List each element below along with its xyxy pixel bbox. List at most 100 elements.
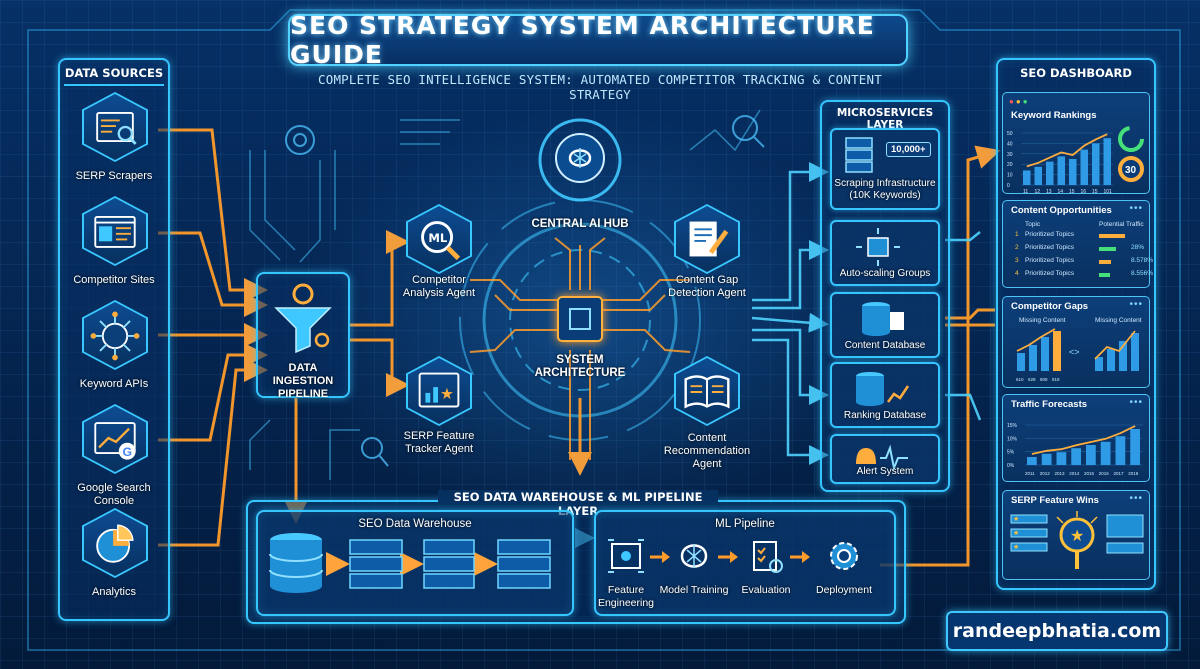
forecast-bar	[1130, 429, 1140, 465]
serp-scraper-icon	[96, 111, 137, 145]
central-ai-hub-icon	[548, 126, 612, 190]
serp-feature-wins-panel: SERP Feature Wins ••• ★★★ ★	[1002, 490, 1150, 580]
more-menu-icon[interactable]: •••	[1129, 397, 1143, 408]
svg-text:★: ★	[1013, 543, 1019, 551]
ranking-bar	[1023, 170, 1031, 185]
x-tick: 2011	[1025, 471, 1035, 476]
warehouse-title: SEO Data Warehouse	[358, 518, 472, 530]
traffic-value: 8.578%	[1131, 257, 1154, 264]
ranking-bar	[1103, 138, 1111, 185]
traffic-forecasts-title: Traffic Forecasts	[1011, 399, 1088, 410]
forecast-bar	[1027, 457, 1037, 465]
traffic-value: 28%	[1131, 244, 1145, 251]
competitor-gaps-title: Competitor Gaps	[1011, 301, 1089, 312]
svg-text:ML: ML	[428, 231, 448, 245]
brain-icon	[680, 544, 708, 568]
database-chart-icon	[856, 372, 910, 406]
forecast-bar	[1115, 436, 1126, 465]
gap-bar	[1029, 345, 1037, 371]
row-topic: Prioritized Topics	[1025, 257, 1075, 264]
rank-gauge	[1118, 156, 1144, 182]
microservice-4: Alert System	[830, 434, 940, 484]
gap-trend-line	[1094, 330, 1136, 360]
ml-step-label: Feature Engineering	[597, 584, 655, 609]
ml-step-arrow	[718, 551, 738, 563]
data-ingestion-pipeline: DATA INGESTION PIPELINE	[256, 272, 350, 400]
microservice-label: Content Database	[844, 340, 926, 351]
x-tick: 15	[1069, 189, 1075, 195]
pie-chart-icon	[96, 524, 134, 563]
svg-text:★: ★	[1070, 528, 1084, 545]
agent-label: Content Recommendation Agent	[663, 432, 751, 470]
x-tick: 808	[1040, 377, 1048, 382]
x-tick: 15	[1092, 189, 1098, 195]
more-menu-icon[interactable]: •••	[1129, 493, 1143, 504]
x-tick: 628	[1028, 377, 1036, 382]
x-tick: 14	[1058, 189, 1064, 195]
forecast-bar	[1041, 453, 1052, 465]
database-icon	[269, 533, 323, 593]
agent-label: SERP Feature Tracker Agent	[403, 430, 475, 455]
agent-label: Competitor Analysis Agent	[402, 274, 476, 299]
x-tick: 101	[1104, 189, 1113, 195]
trophy-magnifier-icon: ★★★ ★	[1010, 511, 1144, 569]
y-tick: 20	[1007, 162, 1013, 168]
gap-bar	[1107, 349, 1115, 371]
microservice-label: Scraping Infrastructure (10K Keywords)	[834, 178, 936, 201]
google-chart-icon: G	[94, 422, 136, 460]
forecast-bar	[1071, 448, 1081, 465]
serp-feature-wins-title: SERP Feature Wins	[1011, 495, 1099, 506]
checklist-icon	[753, 541, 783, 573]
gap-right-label: Missing Content	[1095, 317, 1142, 324]
chart-star-icon: ★	[418, 372, 460, 408]
more-menu-icon[interactable]: •••	[1129, 299, 1143, 310]
traffic-bar	[1099, 273, 1110, 277]
keyword-network-icon	[90, 311, 140, 361]
keyword-count-badge: 10,000+	[886, 142, 931, 157]
rank-gauge-top	[1118, 126, 1144, 152]
row-topic: Prioritized Topics	[1025, 270, 1075, 277]
traffic-bar	[1099, 234, 1125, 238]
core-label: SYSTEM ARCHITECTURE	[534, 354, 626, 379]
microservice-label: Alert System	[856, 466, 914, 477]
y-tick: 0	[1007, 183, 1010, 189]
watermark: randeepbhatia.com	[946, 611, 1168, 651]
ranking-bar	[1057, 156, 1065, 185]
svg-text:★: ★	[440, 386, 454, 403]
row-number: 2	[1015, 244, 1019, 251]
forecast-bar	[1086, 445, 1096, 465]
x-tick: 11	[1023, 189, 1028, 195]
y-tick: 50	[1007, 131, 1013, 137]
title-banner: SEO STRATEGY SYSTEM ARCHITECTURE GUIDE	[288, 11, 908, 69]
traffic-column-header: Potential Traffic	[1099, 221, 1144, 228]
more-menu-icon[interactable]: •••	[1129, 203, 1143, 214]
ml-step-arrow	[650, 551, 670, 563]
microservice-3: Ranking Database	[830, 362, 940, 428]
content-opportunities-title: Content Opportunities	[1011, 205, 1112, 216]
x-tick: 610	[1016, 377, 1024, 382]
page-subtitle: COMPLETE SEO INTELLIGENCE SYSTEM: AUTOMA…	[318, 72, 882, 102]
row-topic: Prioritized Topics	[1025, 244, 1075, 251]
document-pen-icon	[689, 221, 729, 257]
ranking-bar	[1069, 159, 1077, 185]
ml-step-label: Evaluation	[741, 584, 791, 596]
microservice-1: Auto-scaling Groups	[830, 220, 940, 286]
microservice-label: Ranking Database	[843, 410, 927, 421]
ml-step-arrow	[790, 551, 810, 563]
gap-bar	[1131, 333, 1139, 371]
row-number: 4	[1015, 270, 1019, 277]
data-source-label: Analytics	[91, 586, 137, 598]
ranking-trend-line	[1026, 133, 1108, 168]
x-tick: 2014	[1069, 471, 1080, 476]
competitor-gaps-panel: Competitor Gaps ••• Missing Content Miss…	[1002, 296, 1150, 388]
warehouse-stages	[269, 533, 551, 593]
server-rack-icon	[845, 137, 873, 173]
data-source-hex-1	[82, 196, 148, 266]
ml-pipeline-title: ML Pipeline	[715, 518, 775, 530]
ranking-bar	[1092, 143, 1100, 185]
compare-icon: <>	[1069, 347, 1080, 357]
forecast-bar	[1056, 452, 1067, 465]
